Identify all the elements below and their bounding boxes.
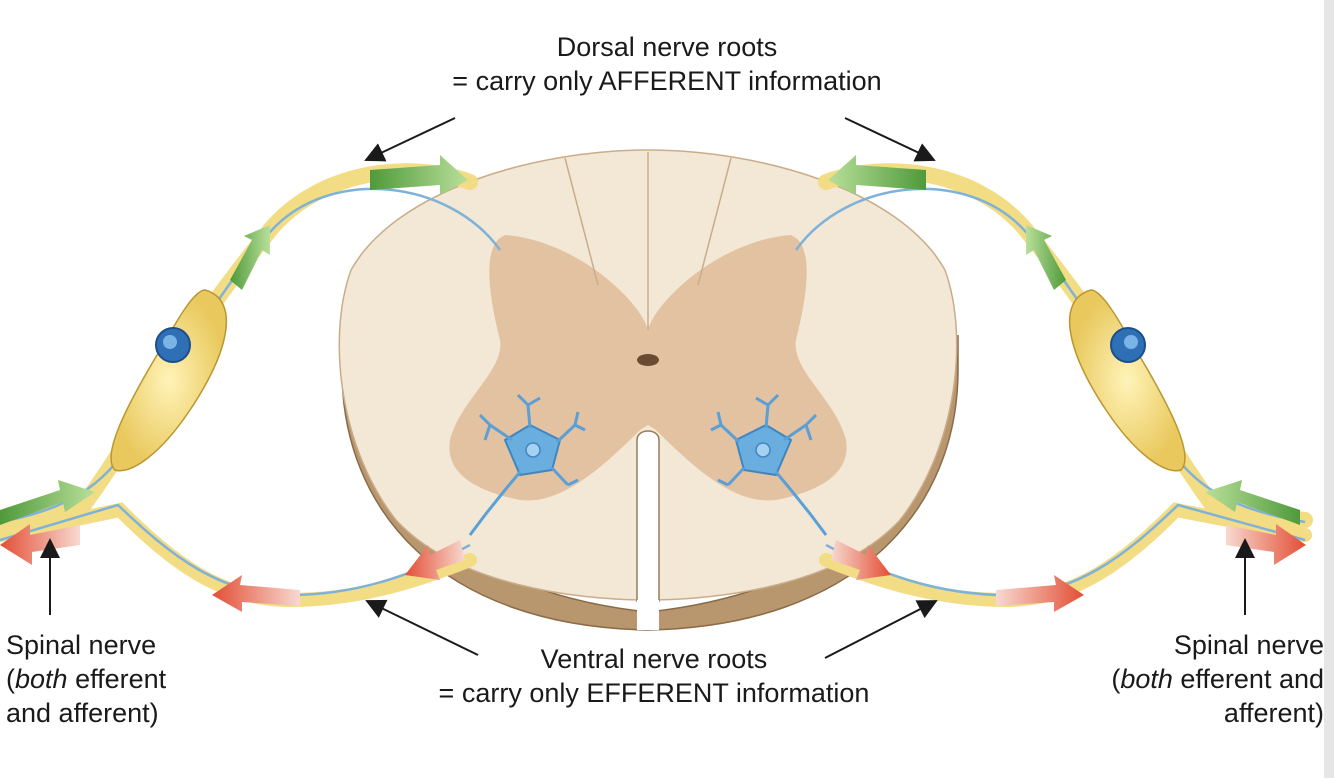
- ganglion-neuron-right: [1110, 327, 1146, 363]
- efferent-arrow-right-1: [831, 540, 891, 580]
- ventral-fissure-side: [637, 600, 659, 630]
- spinal-left-line3: and afferent): [6, 698, 159, 728]
- scrollbar-track[interactable]: [1324, 0, 1334, 778]
- pointer-dorsal-right: [844, 117, 936, 162]
- pointer-dorsal-left: [364, 117, 456, 162]
- spinal-right-italic: both: [1120, 664, 1173, 694]
- efferent-arrow-right-2: [996, 575, 1084, 612]
- pointer-ventral-right: [824, 600, 938, 659]
- pointer-ventral-left: [365, 599, 479, 656]
- spinal-right-line3: afferent): [1223, 698, 1324, 728]
- paren-open-right: (: [1111, 664, 1121, 694]
- spinal-left-line2-rest: efferent: [67, 664, 167, 694]
- motor-neuron-left: [468, 393, 586, 536]
- ventral-label-line1: Ventral nerve roots: [540, 644, 768, 674]
- afferent-arrow-left-1: [370, 155, 468, 195]
- nerve-left: [0, 155, 502, 612]
- spinal-left-line1: Spinal nerve: [6, 630, 157, 660]
- efferent-arrow-left-1: [405, 540, 465, 580]
- pointer-arrows: [40, 117, 1255, 659]
- dorsal-sulcus-left: [564, 157, 599, 286]
- ventral-label-line2: = carry only EFFERENT information: [438, 678, 870, 708]
- spinal-nerve-right-label: Spinal nerve (both efferent and afferent…: [1111, 628, 1324, 730]
- dorsal-root-ganglion-right: [1068, 289, 1186, 472]
- spinal-left-line2: (both efferent: [6, 662, 166, 696]
- central-canal: [637, 354, 659, 366]
- dorsal-label-line2: = carry only AFFERENT information: [452, 66, 882, 96]
- efferent-arrow-right-3: [1226, 524, 1306, 565]
- spinal-right-line2-rest: efferent and: [1172, 664, 1324, 694]
- ventral-fissure: [636, 430, 660, 602]
- ganglion-neuron-left: [155, 327, 191, 363]
- afferent-arrow-right-1: [828, 155, 926, 195]
- dorsal-sulcus-right: [697, 157, 732, 286]
- spinal-left-italic: both: [15, 664, 68, 694]
- dorsal-label-line1: Dorsal nerve roots: [556, 32, 778, 62]
- ventral-roots-label: Ventral nerve roots = carry only EFFEREN…: [354, 642, 954, 710]
- efferent-arrow-left-2: [212, 575, 300, 612]
- paren-open-left: (: [6, 664, 15, 694]
- nerve-right: [794, 155, 1313, 612]
- spinal-nerve-left-label: Spinal nerve (both efferent and afferent…: [6, 628, 166, 730]
- dorsal-root-ganglion-left: [110, 289, 228, 472]
- spinal-right-line2: (both efferent and: [1111, 662, 1324, 696]
- afferent-arrow-left-2: [230, 225, 270, 290]
- afferent-arrow-right-3: [1205, 480, 1300, 525]
- afferent-arrow-right-2: [1026, 225, 1066, 290]
- motor-neuron-right: [710, 393, 828, 536]
- afferent-arrow-left-3: [0, 480, 95, 525]
- spinal-right-line1: Spinal nerve: [1173, 630, 1324, 660]
- dorsal-roots-label: Dorsal nerve roots = carry only AFFERENT…: [367, 30, 967, 98]
